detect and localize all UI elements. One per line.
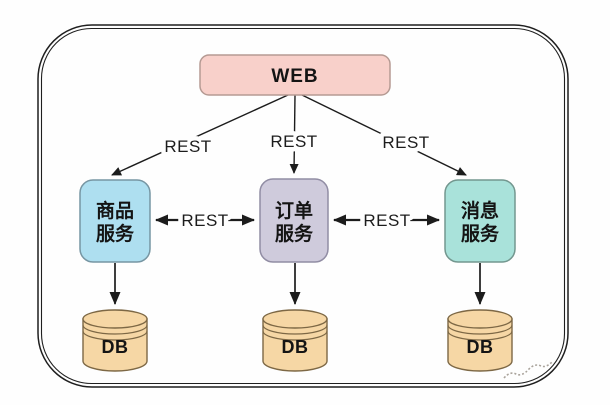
node-web: WEB	[199, 54, 391, 96]
db1-cylinder-body	[82, 318, 148, 372]
db1-disk-line-1	[82, 324, 148, 335]
message-service-label-line1: 消息	[461, 199, 499, 222]
order-service-label-line2: 服务	[275, 222, 314, 245]
db2-cylinder-body	[262, 318, 328, 372]
node-db-message: DB	[447, 309, 513, 372]
rest-label-product-order: REST	[181, 211, 228, 230]
outer-border-inner	[40, 27, 566, 385]
order-service-box	[259, 178, 329, 263]
order-service-label-line1: 订单	[275, 199, 313, 222]
web-box	[199, 54, 391, 96]
node-product-service: 商品 服务	[79, 179, 151, 263]
db3-cylinder-body	[447, 318, 513, 372]
db2-label: DB	[282, 337, 309, 357]
node-db-order: DB	[262, 309, 328, 372]
db2-cylinder-top	[262, 309, 328, 329]
rest-label-web-message: REST	[382, 133, 429, 152]
rest-label-web-product: REST	[164, 137, 211, 156]
db1-label: DB	[102, 337, 129, 357]
product-service-label-line2: 服务	[96, 222, 135, 245]
db1-cylinder-top	[82, 309, 148, 329]
db3-label: DB	[467, 337, 494, 357]
rest-label-web-order: REST	[270, 132, 317, 151]
db3-disk-line-1	[447, 324, 513, 335]
db3-disk-line-2	[447, 330, 513, 341]
web-label: WEB	[271, 66, 318, 87]
outer-border	[37, 24, 569, 388]
db2-disk-line-2	[262, 330, 328, 341]
db1-disk-line-2	[82, 330, 148, 341]
node-message-service: 消息 服务	[444, 179, 516, 263]
product-service-label-line1: 商品	[96, 199, 134, 222]
message-service-label-line2: 服务	[461, 222, 500, 245]
node-db-product: DB	[82, 309, 148, 372]
node-order-service: 订单 服务	[259, 178, 329, 263]
watermark-scribble	[503, 361, 553, 379]
product-service-box	[79, 179, 151, 263]
arrow-web-to-product-service	[111, 94, 289, 176]
message-service-box	[444, 179, 516, 263]
arrow-web-to-order-service	[289, 94, 299, 174]
arrow-web-to-message-service	[301, 94, 467, 176]
db3-cylinder-top	[447, 309, 513, 329]
db2-disk-line-1	[262, 324, 328, 335]
rest-label-order-message: REST	[363, 211, 410, 230]
